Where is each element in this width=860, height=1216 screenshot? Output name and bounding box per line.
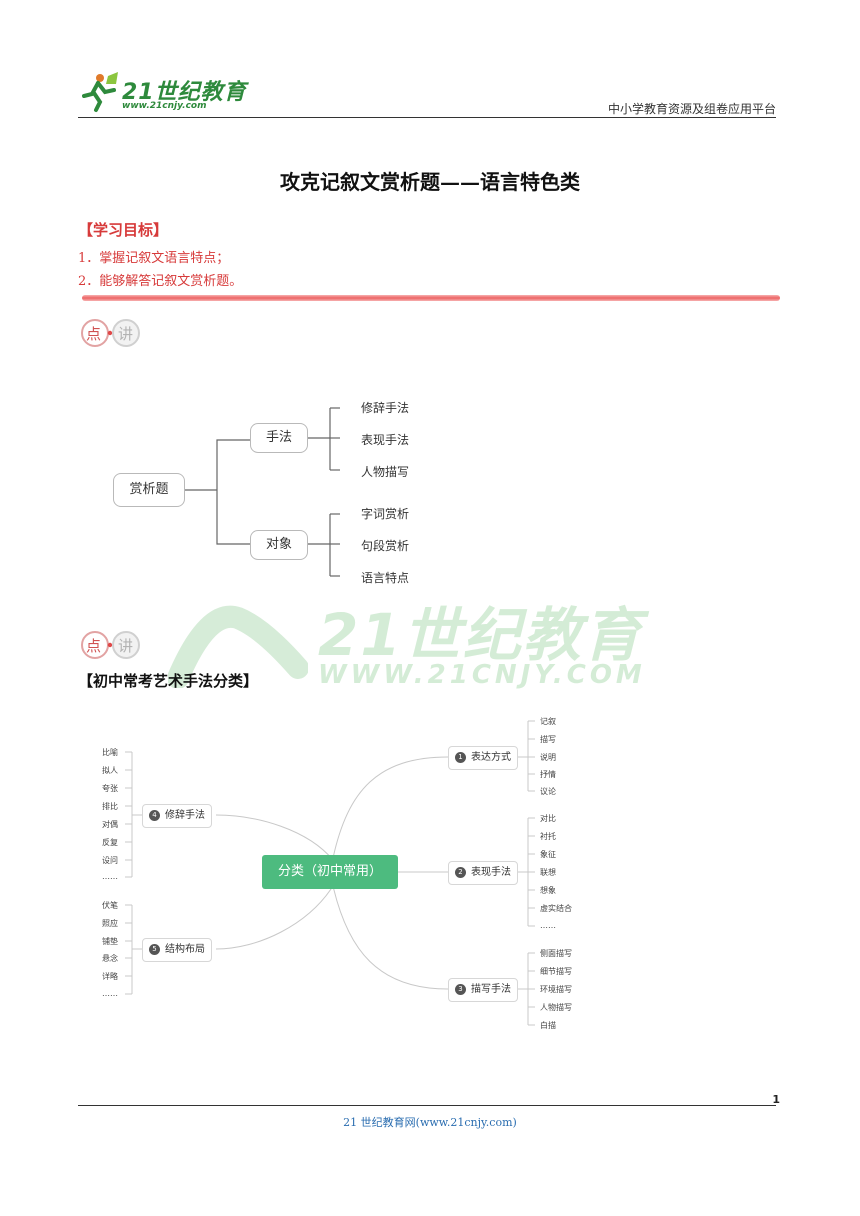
node-number-badge: 1: [455, 752, 466, 763]
goal-item: 2．能够解答记叙文赏析题。: [78, 274, 243, 289]
node-label: 表现手法: [471, 867, 511, 878]
tree-leaf: 人物描写: [361, 465, 410, 479]
mindmap-leaf: 悬念: [102, 954, 118, 963]
node-number-badge: 2: [455, 867, 466, 878]
mindmap-node-structure: 5 结构布局: [142, 938, 212, 962]
dianjiang-badge: 点 讲: [80, 630, 146, 660]
watermark-text: 21世纪教育: [318, 601, 643, 669]
footer-divider: [78, 1105, 776, 1106]
tree-root-node: 赏析题: [113, 473, 185, 507]
mindmap-leaf: 人物描写: [540, 1003, 572, 1012]
node-number-badge: 3: [455, 984, 466, 995]
mindmap-leaf: 铺垫: [102, 937, 118, 946]
mindmap-leaf: 抒情: [540, 770, 556, 779]
tree-leaf: 修辞手法: [361, 401, 410, 415]
mindmap-leaf: 衬托: [540, 832, 556, 841]
mindmap-connectors: [125, 720, 535, 1026]
tree-leaf: 句段赏析: [361, 539, 410, 553]
mindmap-leaf: 排比: [102, 802, 118, 811]
mindmap-node-technique: 2 表现手法: [448, 861, 518, 885]
node-label: 修辞手法: [165, 810, 205, 821]
watermark: 21世纪教育 WWW.21CNJY.COM: [168, 588, 738, 690]
technique-mindmap: 分类（初中常用） 1 表达方式 2 表现手法 3 描写手法 4 修辞手法 5 结构布局 记…: [78, 700, 778, 1050]
node-label: 描写手法: [471, 984, 511, 995]
mindmap-leaf: ……: [102, 989, 118, 998]
mindmap-leaf: 虚实结合: [540, 904, 572, 913]
badge-char-right: 讲: [118, 637, 134, 655]
dianjiang-badge: 点 讲: [80, 318, 146, 348]
tree-leaf: 表现手法: [361, 433, 410, 447]
site-logo: 21世纪教育 www.21cnjy.com: [78, 70, 246, 118]
watermark-runner-icon: [168, 605, 308, 688]
mindmap-leaf: 象征: [540, 850, 556, 859]
mindmap-node-rhetoric: 4 修辞手法: [142, 804, 212, 828]
mindmap-leaf: 记叙: [540, 717, 556, 726]
goals-heading: 【学习目标】: [78, 221, 169, 239]
mindmap-leaf: 环境描写: [540, 985, 572, 994]
node-number-badge: 5: [149, 944, 160, 955]
badge-circles-icon: [81, 631, 140, 659]
tree-leaf: 语言特点: [361, 571, 410, 585]
badge-char-left: 点: [86, 325, 102, 343]
goal-item: 1．掌握记叙文语言特点；: [78, 251, 230, 266]
mindmap-leaf: 联想: [540, 868, 556, 877]
section-heading: 【初中常考艺术手法分类】: [78, 672, 259, 690]
mindmap-root: 分类（初中常用）: [262, 855, 398, 889]
mindmap-leaf: 夸张: [102, 784, 118, 793]
tree-connectors: [184, 407, 340, 577]
logo-text: 21世纪教育: [122, 80, 247, 105]
mindmap-leaf: 说明: [540, 753, 556, 762]
page-title: 攻克记叙文赏析题——语言特色类: [280, 170, 580, 194]
decorative-red-bar: [82, 295, 780, 301]
mindmap-leaf: 比喻: [102, 748, 118, 757]
header-divider: [78, 117, 776, 118]
mindmap-leaf: ……: [102, 872, 118, 881]
mindmap-leaf: 照应: [102, 919, 118, 928]
mindmap-leaf: 反复: [102, 838, 118, 847]
mindmap-node-expression: 1 表达方式: [448, 746, 518, 770]
mindmap-leaf: 细节描写: [540, 967, 572, 976]
logo-url: www.21cnjy.com: [122, 101, 207, 111]
node-number-badge: 4: [149, 810, 160, 821]
runner-logo-icon: [82, 72, 118, 112]
mindmap-leaf: 详略: [102, 972, 118, 981]
platform-name: 中小学教育资源及组卷应用平台: [607, 102, 776, 116]
badge-circles-icon: [81, 319, 140, 347]
page-number: 1: [772, 1093, 780, 1106]
badge-char-right: 讲: [118, 325, 134, 343]
mindmap-leaf: 侧面描写: [540, 949, 572, 958]
mindmap-leaf: 议论: [540, 787, 556, 796]
mindmap-leaf: 想象: [540, 886, 556, 895]
mindmap-leaf: 对偶: [102, 820, 118, 829]
node-label: 结构布局: [165, 944, 205, 955]
mindmap-leaf: 设问: [102, 856, 118, 865]
mindmap-leaf: 伏笔: [102, 901, 118, 910]
appreciation-tree: 赏析题 手法 对象 修辞手法 表现手法 人物描写 字词赏析 句段赏析 语言特点: [110, 392, 430, 592]
tree-branch-node: 对象: [250, 530, 308, 560]
mindmap-leaf: ……: [540, 921, 556, 930]
watermark-url: WWW.21CNJY.COM: [318, 660, 646, 690]
badge-char-left: 点: [86, 637, 102, 655]
footer-site: 21 世纪教育网(www.21cnjy.com): [343, 1116, 517, 1129]
tree-branch-node: 手法: [250, 423, 308, 453]
mindmap-leaf: 拟人: [102, 766, 118, 775]
node-label: 表达方式: [471, 752, 511, 763]
mindmap-leaf: 对比: [540, 814, 556, 823]
tree-leaf: 字词赏析: [361, 507, 410, 521]
mindmap-node-description: 3 描写手法: [448, 978, 518, 1002]
mindmap-leaf: 白描: [540, 1021, 556, 1030]
mindmap-leaf: 描写: [540, 735, 556, 744]
